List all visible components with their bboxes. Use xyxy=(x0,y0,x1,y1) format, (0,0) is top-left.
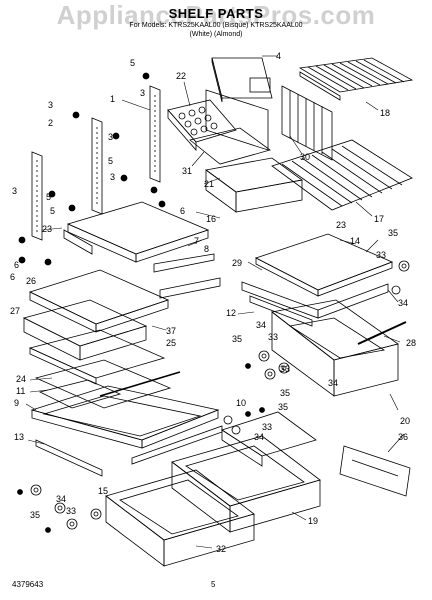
utility-compartment xyxy=(189,89,271,165)
label-5: 5 xyxy=(46,192,51,202)
label-33: 33 xyxy=(66,506,76,516)
watermark: AppliancePartsPros.com xyxy=(56,0,376,30)
label-35: 35 xyxy=(278,402,288,412)
trim-rod xyxy=(99,371,181,397)
dairy-bin-top xyxy=(211,57,273,103)
label-6: 6 xyxy=(180,206,185,216)
label-34: 34 xyxy=(256,320,266,330)
knob-set-left xyxy=(17,484,102,533)
label-25: 25 xyxy=(166,338,176,348)
label-6: 6 xyxy=(10,272,15,282)
label-4: 4 xyxy=(276,51,281,61)
label-34: 34 xyxy=(56,494,66,504)
label-27: 27 xyxy=(10,306,20,316)
glass-shelf-11 xyxy=(38,379,122,409)
label-28: 28 xyxy=(406,338,416,348)
label-8: 8 xyxy=(204,244,209,254)
glass-shelf-25 xyxy=(28,329,166,385)
label-10: 10 xyxy=(236,398,246,408)
wire-shelf-large xyxy=(271,139,413,211)
label-3: 3 xyxy=(140,88,145,98)
label-35: 35 xyxy=(388,228,398,238)
glass-shelf-right xyxy=(254,233,394,297)
label-22: 22 xyxy=(176,71,186,81)
shelf-frame-right xyxy=(241,281,389,327)
shelf-frame-left xyxy=(63,229,221,299)
label-3: 3 xyxy=(12,186,17,196)
label-9: 9 xyxy=(14,398,19,408)
page-title: SHELF PARTS xyxy=(168,6,264,21)
label-2: 2 xyxy=(48,118,53,128)
label-5: 5 xyxy=(130,58,135,68)
label-36: 36 xyxy=(398,432,408,442)
crisper-cover-9 xyxy=(30,385,220,449)
color-subtitle: (White) (Almond) xyxy=(189,31,243,38)
glass-shelf-upper xyxy=(66,201,210,263)
label-23: 23 xyxy=(336,220,346,230)
label-1: 1 xyxy=(110,94,115,104)
label-23: 23 xyxy=(42,224,52,234)
label-33: 33 xyxy=(280,364,290,374)
label-19: 19 xyxy=(308,516,318,526)
label-12: 12 xyxy=(226,308,236,318)
label-35: 35 xyxy=(232,334,242,344)
label-5: 5 xyxy=(50,206,55,216)
page-number: 5 xyxy=(211,580,216,589)
label-33: 33 xyxy=(262,422,272,432)
knob-set-right xyxy=(245,260,410,413)
glass-shelf-27 xyxy=(22,299,148,361)
label-33: 33 xyxy=(376,250,386,260)
footer-code: 4379643 xyxy=(12,580,44,589)
label-37: 37 xyxy=(166,326,176,336)
label-24: 24 xyxy=(16,374,26,384)
label-34: 34 xyxy=(398,298,408,308)
model-subtitle: For Models: KTRS25KAAL00 (Bisque) KTRS25… xyxy=(129,22,303,29)
label-5: 5 xyxy=(108,156,113,166)
label-35: 35 xyxy=(30,510,40,520)
label-30: 30 xyxy=(300,152,310,162)
label-17: 17 xyxy=(374,214,384,224)
egg-tray xyxy=(167,99,237,152)
label-6: 6 xyxy=(14,260,19,270)
shelf-ladder-rails xyxy=(31,85,161,241)
label-32: 32 xyxy=(216,544,226,554)
label-29: 29 xyxy=(232,258,242,268)
label-35: 35 xyxy=(280,388,290,398)
wire-rack-vertical xyxy=(281,85,333,161)
trim-piece-36 xyxy=(339,445,411,497)
label-18: 18 xyxy=(380,108,390,118)
label-20: 20 xyxy=(400,416,410,426)
meat-drawer xyxy=(205,157,303,213)
label-26: 26 xyxy=(26,276,36,286)
glass-shelf-24 xyxy=(34,359,172,409)
label-3: 3 xyxy=(48,100,53,110)
label-34: 34 xyxy=(328,378,338,388)
label-11: 11 xyxy=(16,386,25,396)
bottom-drawer-32 xyxy=(105,469,255,567)
label-31: 31 xyxy=(182,166,192,176)
crisper-drawer-right xyxy=(271,299,399,397)
leader-lines xyxy=(25,55,405,549)
label-3: 3 xyxy=(108,132,113,142)
glass-shelf-26 xyxy=(28,269,170,333)
label-7: 7 xyxy=(194,236,199,246)
label-21: 21 xyxy=(204,179,214,189)
screws xyxy=(18,72,166,266)
label-16: 16 xyxy=(206,214,216,224)
label-34: 34 xyxy=(254,432,264,442)
label-33: 33 xyxy=(268,332,278,342)
wire-shelf-top xyxy=(298,57,414,101)
label-3: 3 xyxy=(110,172,115,182)
label-13: 13 xyxy=(14,432,24,442)
label-15: 15 xyxy=(98,486,108,496)
part-labels: 4 22 5 1 3 2 3 5 3 3 31 30 18 21 5 3 6 5… xyxy=(10,51,416,554)
label-14: 14 xyxy=(350,236,360,246)
crisper-drawer-10 xyxy=(221,411,317,467)
